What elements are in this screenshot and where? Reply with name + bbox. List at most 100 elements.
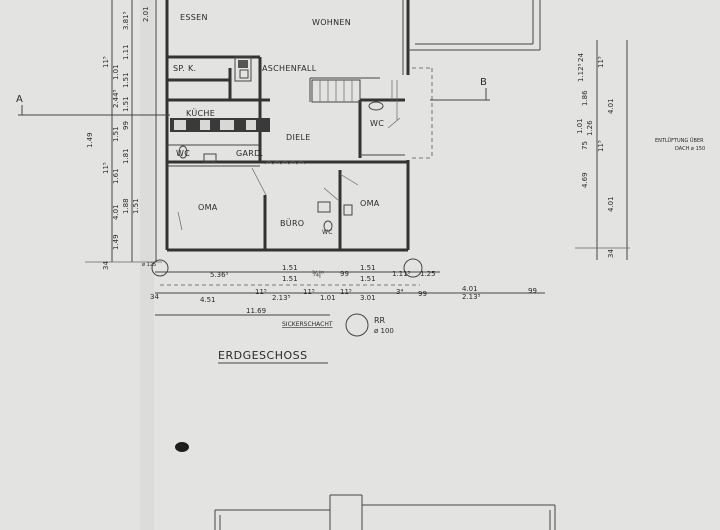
dimension-label: 1.51 [122, 96, 130, 112]
dimension-label: 1.51 [122, 72, 130, 88]
room-label-wohnen: WOHNEN [312, 18, 351, 27]
bottom-dimensions-row1: 5.36⁵ 1.51 1.51 ¾|⁰ 99 1.51 1.51 1.11⁵ 1… [210, 264, 436, 283]
room-label-oma-right: OMA [360, 199, 380, 208]
right-dimension-chain [575, 40, 630, 260]
dimension-label: 11⁵ [597, 56, 605, 68]
dimension-label: 99 [528, 287, 537, 295]
dimension-label: 2.44⁵ [112, 89, 120, 108]
dimension-label: 99 [340, 270, 349, 278]
dimension-label: 1.51 [360, 264, 376, 272]
bottom-dimension-lines [155, 271, 545, 316]
dimension-label: 11⁵ [255, 288, 267, 296]
dimension-label: 1.11⁵ [392, 270, 411, 278]
dimension-label: 1.51 [360, 275, 376, 283]
dimension-label: 1.11 [122, 44, 130, 60]
room-label-essen: ESSEN [180, 13, 208, 22]
diele-separator [264, 160, 306, 165]
room-label-wc-left: WC [176, 149, 190, 158]
dimension-label: 1.01 [576, 118, 584, 134]
annotation-entluftung-2: DACH ø 150 [675, 146, 705, 152]
dimension-label: 4.69 [581, 172, 589, 188]
dimension-label: 1.51 [132, 198, 140, 214]
dimension-label: 34 [150, 293, 159, 301]
room-label-aschenfall: ASCHENFALL [262, 64, 317, 73]
dimension-label: 4.01 [462, 285, 478, 293]
interior-walls [167, 55, 405, 250]
chimney [234, 56, 252, 82]
dimension-label: 11⁵ [340, 288, 352, 296]
annotation-rr: RR [374, 316, 386, 325]
kitchen-counter [170, 118, 270, 132]
left-vertical-dimensions: 3.81⁵ 2.01 1.11 1.01 11⁵ 1.51 2.44⁵ 99 1… [86, 6, 150, 270]
dimension-label: 1.49 [112, 234, 120, 250]
annotation-sickerschacht: SICKERSCHACHT [282, 321, 333, 328]
terrace [408, 0, 541, 159]
dimension-label: 11⁵ [597, 140, 605, 152]
door-swings [177, 117, 401, 231]
dimension-label: 99 [418, 290, 427, 298]
dimension-label: 4.01 [607, 98, 615, 114]
axis-marker-left [151, 259, 169, 277]
next-drawing-edge [214, 494, 556, 530]
punch-hole [175, 442, 189, 452]
dimension-label: 2.13⁵ [272, 294, 291, 302]
dimension-label: 1.51 [282, 264, 298, 272]
dimension-label: 1.01 [112, 64, 120, 80]
axis-marker-right [403, 258, 423, 278]
dimension-label: 1.01 [320, 294, 336, 302]
dimension-label: 11⁵ [102, 56, 110, 68]
dimension-label: 3⁴ [396, 288, 403, 296]
dimension-label: 3.81⁵ [122, 11, 130, 30]
room-label-wc-right: WC [370, 119, 384, 128]
dimension-total: 11.69 [246, 307, 266, 315]
dimension-label: 24 [577, 53, 585, 62]
dimension-label: ¾|⁰ [312, 270, 324, 278]
dimension-label: 1.61 [112, 168, 120, 184]
annotation-corner: ø 125 [142, 262, 156, 268]
dimension-label: 1.12⁵ [577, 63, 585, 82]
dimension-label: 4.01 [607, 196, 615, 212]
sickerschacht-circle [345, 313, 369, 337]
dimension-label: 1.88 [122, 198, 130, 214]
dimension-label: 2.13⁵ [462, 293, 481, 301]
staircase [311, 79, 398, 120]
dimension-label: 34 [102, 261, 110, 270]
section-mark-a: A [16, 94, 23, 105]
room-label-diele: DIELE [286, 133, 311, 142]
section-line-a [18, 105, 170, 116]
right-vertical-dimensions: 24 1.12⁵ 11⁵ 1.86 1.01 1.26 75 11⁵ 4.01 … [576, 53, 615, 258]
dimension-label: 5.36⁵ [210, 271, 229, 279]
room-label-buero: BÜRO [280, 218, 304, 228]
paper-fold [140, 0, 154, 530]
bottom-dimensions-row2: 34 4.51 11⁵ 2.13⁵ 11⁵ 1.01 11⁵ 3.01 3⁴ 9… [150, 285, 537, 304]
dimension-label: 99 [122, 121, 130, 130]
dimension-label: 4.01 [112, 204, 120, 220]
dimension-label: 3.01 [360, 294, 376, 302]
room-label-oma-left: OMA [198, 203, 218, 212]
dimension-label: 1.51 [282, 275, 298, 283]
dimension-label: 11⁵ [102, 162, 110, 174]
room-label-gard: GARD. [236, 149, 263, 158]
dimension-label: 34 [607, 249, 615, 258]
section-mark-b: B [480, 77, 487, 88]
dimension-label: 1.25 [420, 270, 436, 278]
dimension-label: 4.51 [200, 296, 216, 304]
annotation-entluftung-1: ENTLÜFTUNG ÜBER [655, 137, 704, 144]
dimension-label: 1.86 [581, 90, 589, 106]
room-label-wc-small: WC [322, 229, 333, 236]
dimension-label: 1.51 [112, 126, 120, 142]
drawing-title: ERDGESCHOSS [218, 349, 308, 362]
dimension-label: 11⁵ [303, 288, 315, 296]
dimension-label: 1.49 [86, 132, 94, 148]
section-line-b [430, 88, 490, 101]
dimension-label: 1.81 [122, 148, 130, 164]
room-label-spk: SP. K. [173, 64, 196, 73]
annotation-rr-size: ø 100 [374, 327, 394, 335]
left-dimension-chain [85, 0, 162, 263]
fixtures [178, 101, 384, 232]
room-label-kueche: KÜCHE [186, 108, 215, 118]
dimension-label: 1.26 [586, 120, 594, 136]
dimension-label: 2.01 [142, 6, 150, 22]
dimension-label: 75 [581, 141, 589, 150]
